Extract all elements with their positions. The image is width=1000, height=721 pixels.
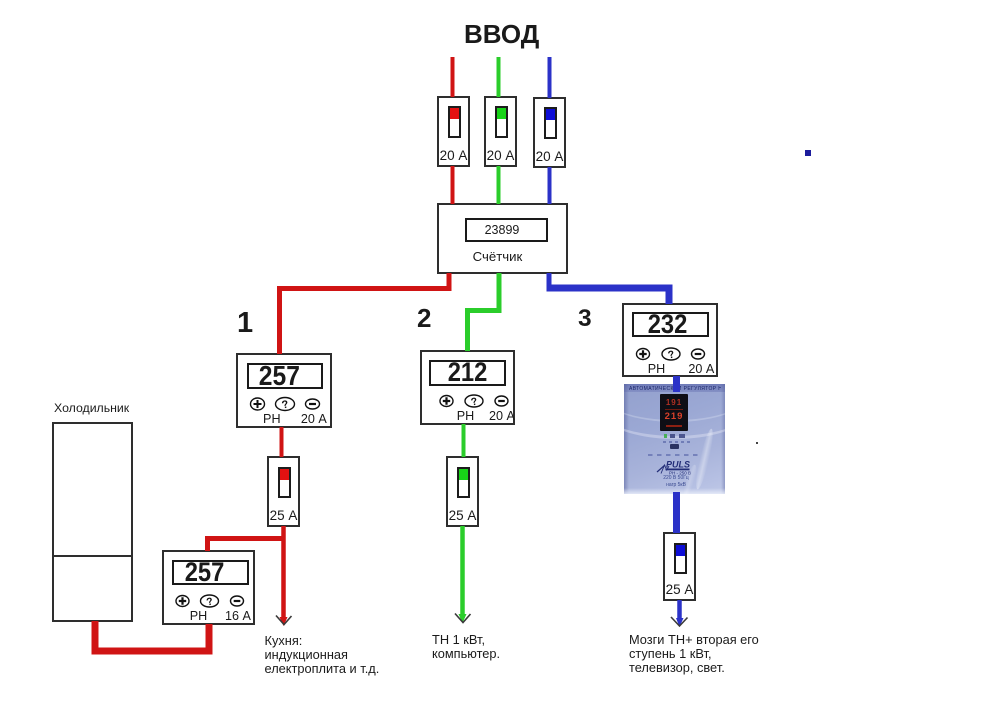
svg-text:РН - 250 В: РН - 250 В xyxy=(669,471,691,476)
svg-text:?: ? xyxy=(205,595,214,608)
svg-text:PULS: PULS xyxy=(666,460,690,470)
svg-text:?: ? xyxy=(281,398,291,411)
svg-text:?: ? xyxy=(470,395,479,408)
svg-text:?: ? xyxy=(667,348,676,361)
